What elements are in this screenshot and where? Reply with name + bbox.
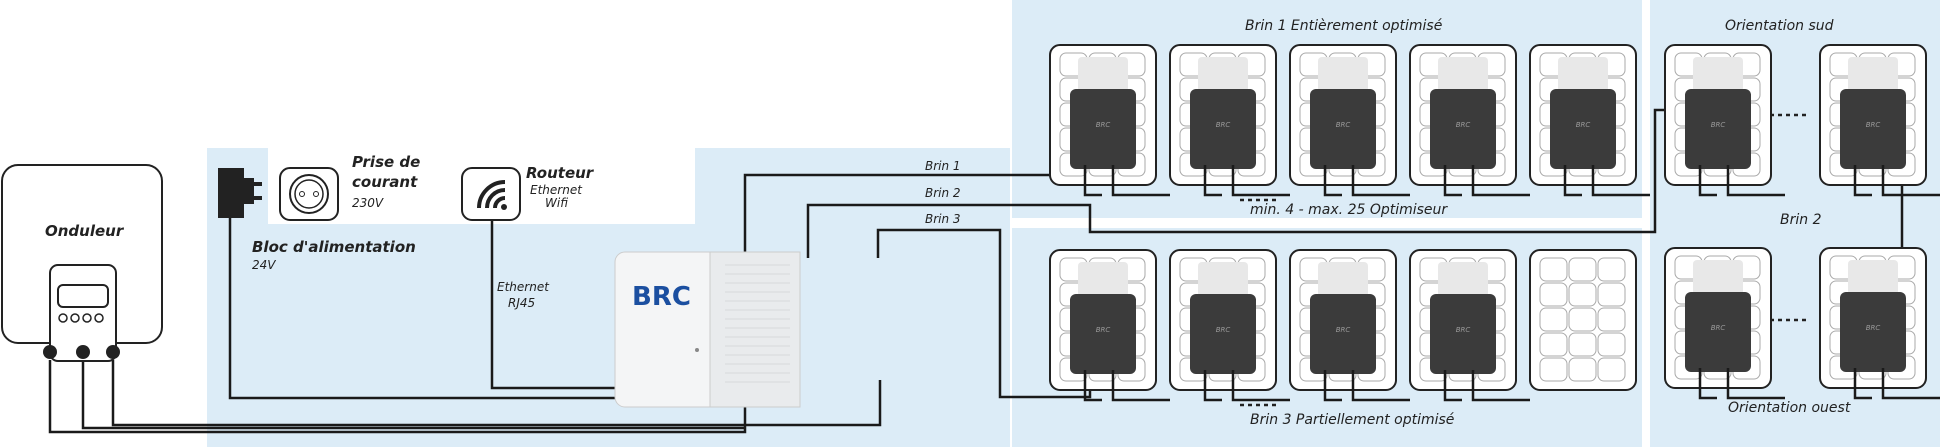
- socket-title: Prise de courant: [352, 152, 420, 192]
- optimizer-clip: [1438, 262, 1488, 297]
- inverter-label: Onduleur: [45, 222, 124, 240]
- group-top-title: Brin 1 Entièrement optimisé: [1245, 18, 1443, 34]
- optimizer-clip: [1693, 260, 1743, 295]
- svg-text:BRC: BRC: [1866, 121, 1881, 129]
- wire-brin3-out: [876, 228, 1092, 399]
- socket-voltage: 230V: [352, 196, 384, 210]
- ethernet-label1: Ethernet: [497, 280, 549, 294]
- optimizer-clip: [1318, 262, 1368, 297]
- optimizer-clip: [1558, 57, 1608, 92]
- optimizer-clip: [1693, 57, 1743, 92]
- optimizer-icon: [1070, 89, 1136, 169]
- optimized-panel: BRC: [1529, 44, 1650, 197]
- optimizer-icon: [1840, 89, 1906, 169]
- optimized-panel: BRC: [1049, 249, 1170, 402]
- inverter: [1, 164, 163, 362]
- svg-text:BRC: BRC: [1336, 326, 1351, 334]
- optimizer-clip: [1078, 57, 1128, 92]
- optimized-panel: BRC: [1819, 44, 1940, 197]
- solar-panel: [1529, 249, 1637, 391]
- group-right-bottom: Orientation ouest: [1728, 400, 1851, 416]
- optimizer-icon: [1190, 294, 1256, 374]
- optimized-panel: BRC: [1664, 44, 1785, 197]
- optimizer-clip: [1198, 262, 1248, 297]
- optimizer-clip: [1198, 57, 1248, 92]
- wire-brin3: [111, 360, 882, 427]
- optimizer-clip: [1438, 57, 1488, 92]
- svg-text:BRC: BRC: [1096, 326, 1111, 334]
- wire-brin1: [48, 360, 747, 434]
- group-right-mid: Brin 2: [1780, 212, 1822, 228]
- svg-text:BRC: BRC: [1216, 326, 1231, 334]
- svg-text:BRC: BRC: [1456, 326, 1471, 334]
- socket-title-line1: Prise de: [352, 153, 421, 171]
- controller-brand: BRC: [632, 282, 691, 312]
- svg-text:BRC: BRC: [1096, 121, 1111, 129]
- router-sub1: Ethernet: [530, 183, 582, 197]
- svg-text:BRC: BRC: [1456, 121, 1471, 129]
- svg-text:BRC: BRC: [1711, 324, 1726, 332]
- group-middle-note: min. 4 - max. 25 Optimiseur: [1250, 202, 1448, 218]
- optimizer-clip: [1318, 57, 1368, 92]
- power-adapter-icon: [218, 168, 262, 218]
- optimizer-icon: [1430, 89, 1496, 169]
- router-sub2: Wifi: [545, 196, 568, 210]
- optimized-panel: BRC: [1049, 44, 1170, 197]
- optimized-panel: BRC: [1664, 247, 1785, 400]
- optimizer-icon: [1430, 294, 1496, 374]
- socket-icon: [279, 167, 339, 221]
- svg-text:BRC: BRC: [1336, 121, 1351, 129]
- optimizer-clip: [1078, 262, 1128, 297]
- inverter-connector: [106, 345, 120, 359]
- brc-controller: [614, 251, 801, 408]
- ethernet-label2: RJ45: [508, 296, 536, 310]
- optimized-panel: BRC: [1169, 249, 1290, 402]
- optimizer-icon: [1190, 89, 1256, 169]
- optimized-panel: BRC: [1289, 44, 1410, 197]
- brin1-label: Brin 1: [925, 159, 961, 173]
- socket-title-line2: courant: [352, 173, 418, 191]
- optimizer-icon: [1550, 89, 1616, 169]
- optimizer-icon: [1685, 89, 1751, 169]
- optimizer-icon: [1310, 294, 1376, 374]
- optimized-panel: BRC: [1169, 44, 1290, 197]
- group-bottom-title: Brin 3 Partiellement optimisé: [1250, 412, 1455, 428]
- optimized-panel: BRC: [1409, 44, 1530, 197]
- inverter-connector: [76, 345, 90, 359]
- brin2-label: Brin 2: [925, 186, 961, 200]
- group-right-top: Orientation sud: [1725, 18, 1834, 34]
- optimizer-clip: [1848, 260, 1898, 295]
- optimized-panel: BRC: [1289, 249, 1410, 402]
- optimizer-icon: [1310, 89, 1376, 169]
- optimizer-icon: [1070, 294, 1136, 374]
- optimized-panel: BRC: [1819, 247, 1940, 400]
- optimized-panel: BRC: [1409, 249, 1530, 402]
- wires: [48, 108, 1904, 434]
- wire-brin2: [81, 360, 745, 430]
- wifi-router-icon: [461, 167, 521, 221]
- svg-text:BRC: BRC: [1216, 121, 1231, 129]
- power-supply-title: Bloc d'alimentation: [252, 238, 416, 256]
- svg-text:BRC: BRC: [1711, 121, 1726, 129]
- svg-text:BRC: BRC: [1576, 121, 1591, 129]
- optimizer-clip: [1848, 57, 1898, 92]
- brin3-label: Brin 3: [925, 212, 961, 226]
- router-title: Routeur: [526, 164, 594, 182]
- optimizer-icon: [1840, 292, 1906, 372]
- wire-brin2-out: [806, 108, 1672, 258]
- svg-text:BRC: BRC: [1866, 324, 1881, 332]
- power-supply-voltage: 24V: [252, 258, 276, 272]
- optimizer-icon: [1685, 292, 1751, 372]
- inverter-connector: [43, 345, 57, 359]
